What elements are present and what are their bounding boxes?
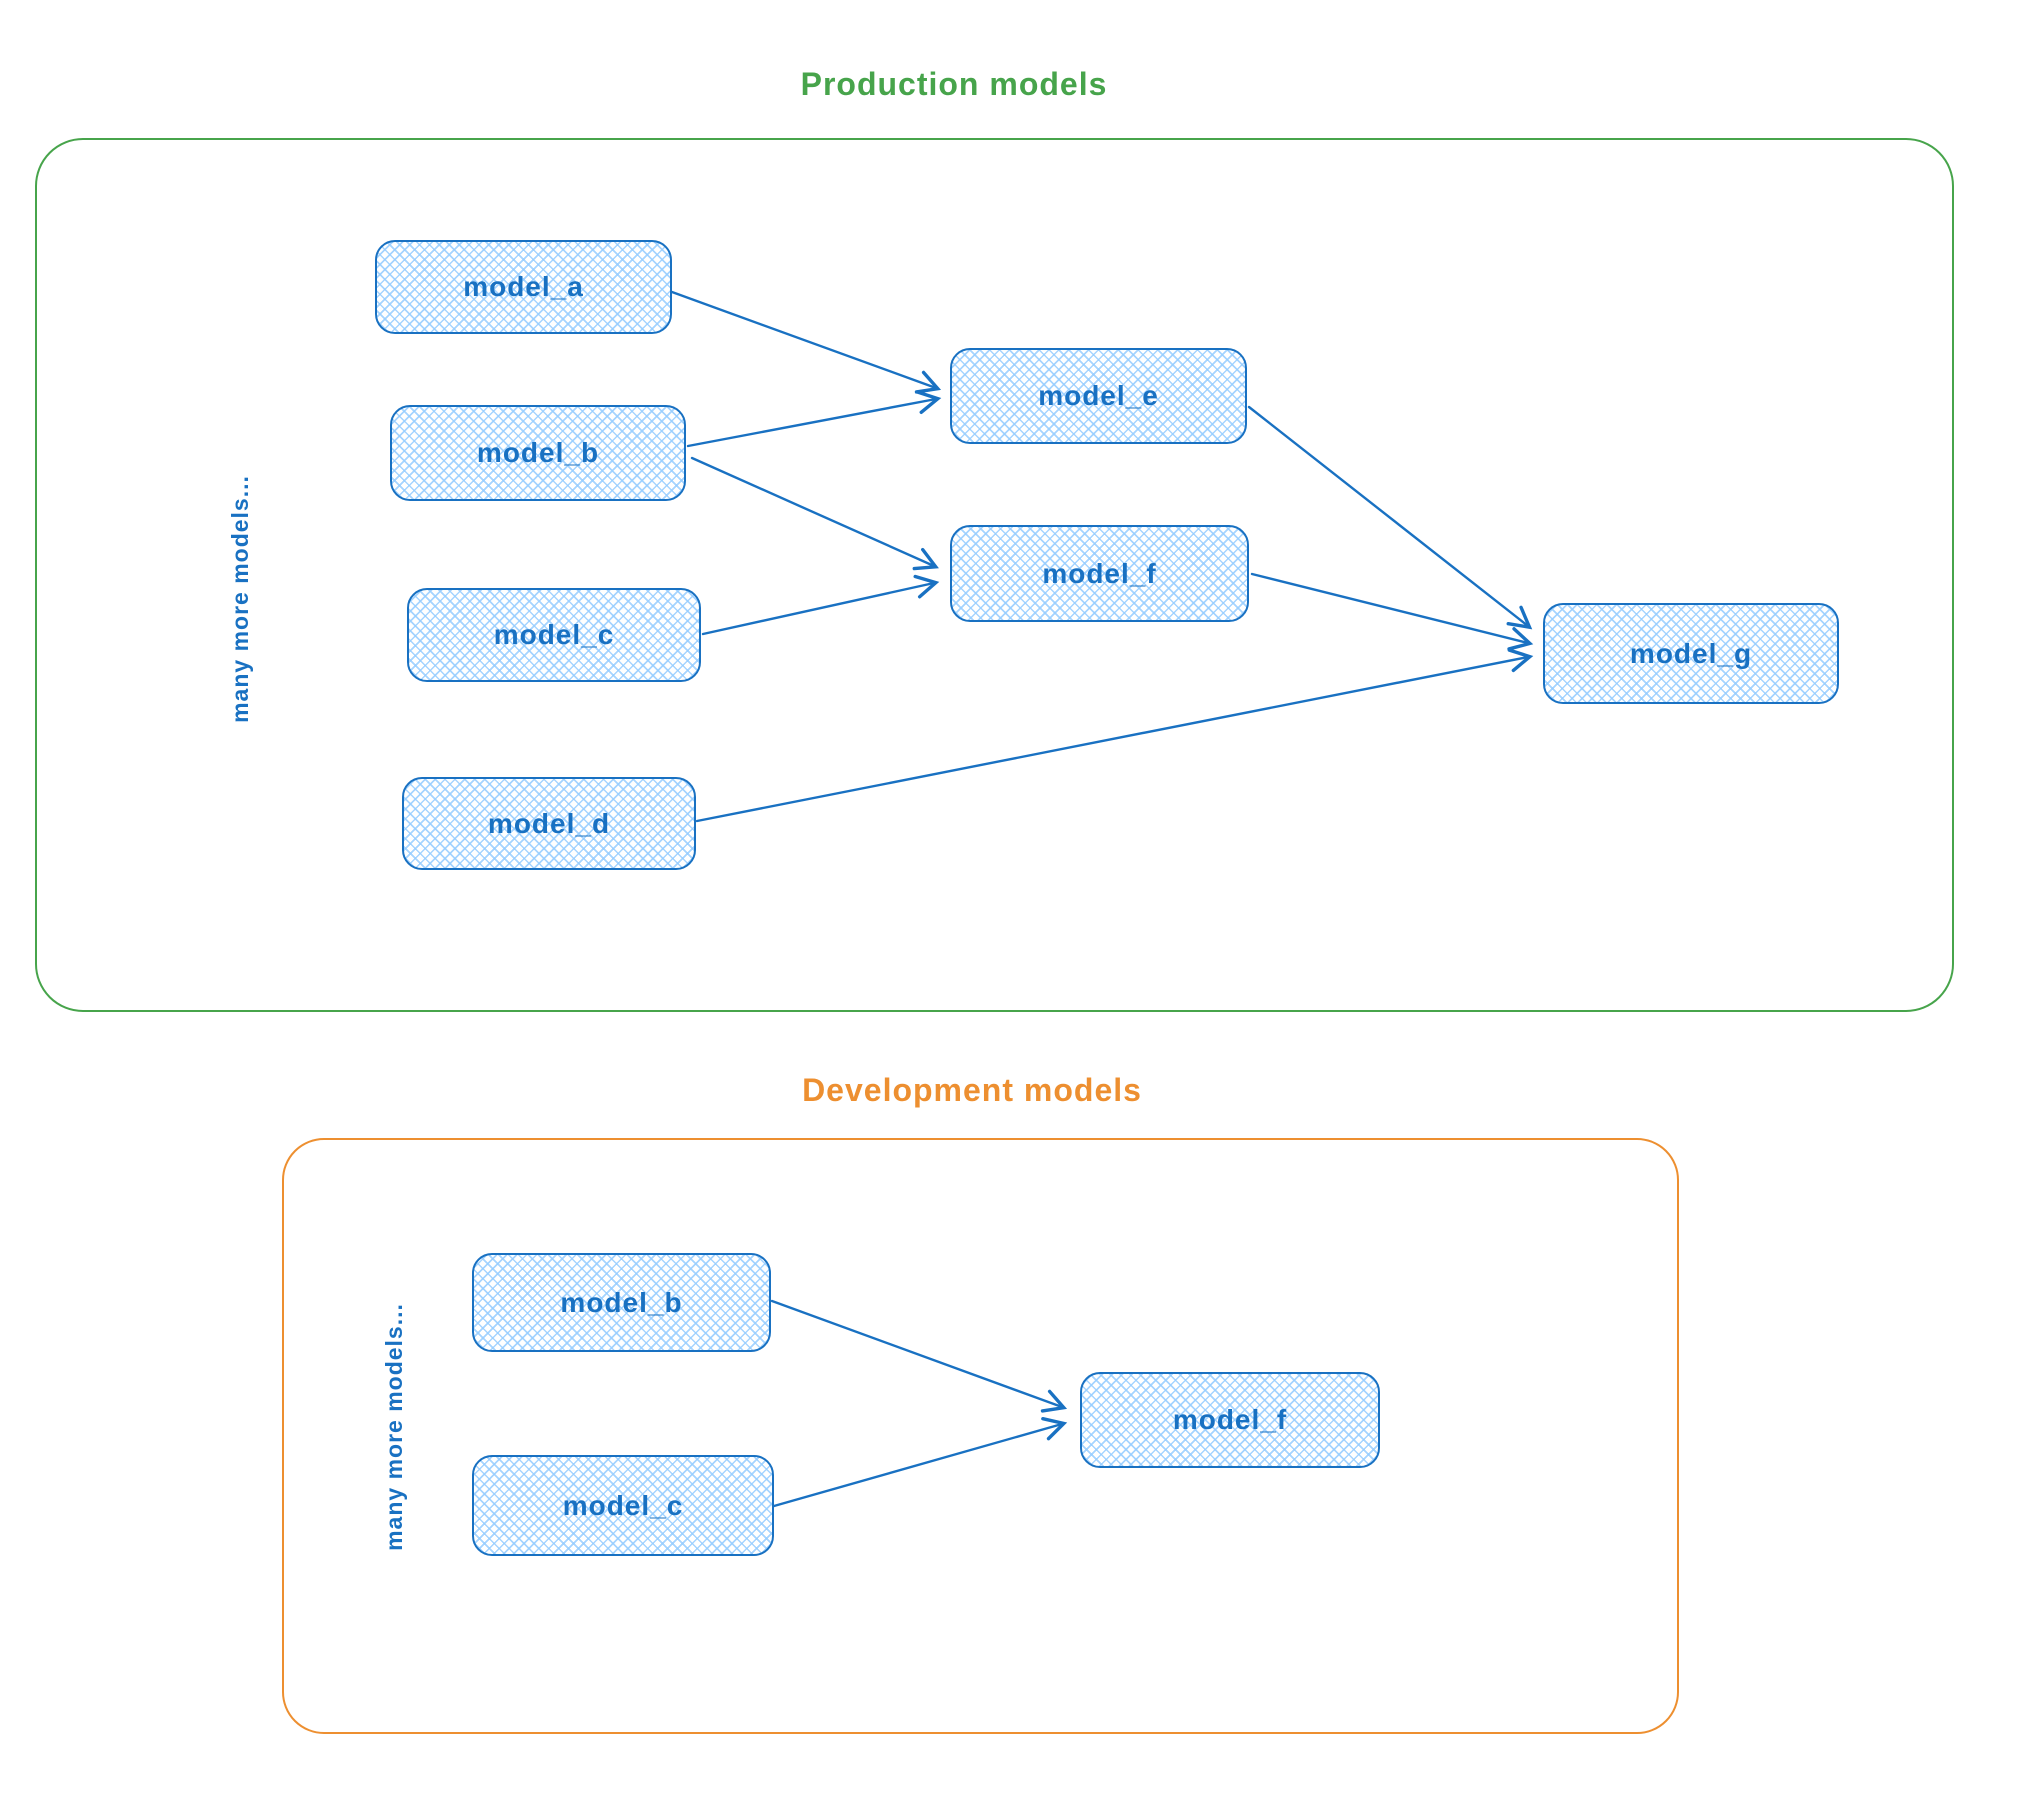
node-development-model-f: model_f <box>1080 1372 1380 1468</box>
node-label: model_b <box>476 437 600 468</box>
node-production-model-e: model_e <box>950 348 1247 444</box>
node-production-model-c: model_c <box>407 588 701 682</box>
production-section-title: Production models <box>800 66 1108 102</box>
node-label: model_a <box>463 271 584 302</box>
node-production-model-g: model_g <box>1543 603 1839 704</box>
node-development-model-c: model_c <box>472 1455 774 1556</box>
node-production-model-b: model_b <box>390 405 686 501</box>
node-label: model_f <box>1042 557 1157 589</box>
development-section-title: Development models <box>802 1072 1142 1108</box>
development-side-label: many more models... <box>381 1303 407 1551</box>
node-label: model_g <box>1629 637 1753 669</box>
node-production-model-f: model_f <box>950 525 1249 622</box>
node-label: model_c <box>493 619 615 650</box>
production-frame <box>35 138 1954 1012</box>
node-label: model_e <box>1038 380 1159 411</box>
node-production-model-a: model_a <box>375 240 672 334</box>
production-side-label: many more models... <box>227 475 253 723</box>
node-label: model_f <box>1172 1404 1288 1435</box>
node-label: model_d <box>487 807 611 839</box>
node-production-model-d: model_d <box>402 777 696 870</box>
development-frame <box>282 1138 1679 1734</box>
node-label: model_b <box>560 1286 683 1318</box>
node-label: model_c <box>562 1489 684 1521</box>
node-development-model-b: model_b <box>472 1253 771 1352</box>
